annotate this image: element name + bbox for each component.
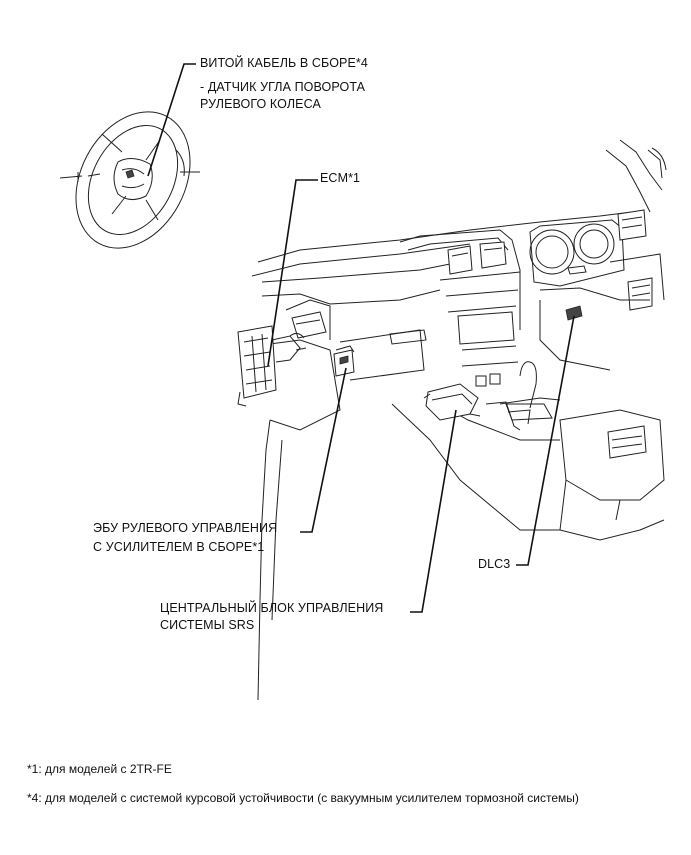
callout-steering-angle-sensor-line1: - ДАТЧИК УГЛА ПОВОРОТА: [200, 80, 366, 94]
callout-srs-line2: СИСТЕМЫ SRS: [160, 618, 255, 632]
footnote-4: *4: для моделей с системой курсовой усто…: [27, 791, 579, 805]
callout-eps-ecu-line1: ЭБУ РУЛЕВОГО УПРАВЛЕНИЯ: [93, 521, 278, 535]
steering-wheel-illustration: [59, 111, 200, 249]
footnote-1: *1: для моделей с 2TR-FE: [27, 762, 172, 776]
callout-eps-ecu-line2: С УСИЛИТЕЛЕМ В СБОРЕ*1: [93, 540, 265, 554]
callout-steering-angle-sensor-line2: РУЛЕВОГО КОЛЕСА: [200, 97, 321, 111]
dlc3-connector: [565, 305, 583, 321]
callout-spiral-cable-title: ВИТОЙ КАБЕЛЬ В СБОРЕ*4: [200, 56, 368, 70]
ecm-module: [237, 325, 307, 407]
callout-dlc3: DLC3: [478, 557, 511, 571]
srs-center-module: [423, 383, 481, 421]
leader-lines: [147, 63, 575, 613]
callout-srs-line1: ЦЕНТРАЛЬНЫЙ БЛОК УПРАВЛЕНИЯ: [160, 601, 384, 615]
dashboard-illustration: [251, 139, 667, 701]
eps-ecu-module: [333, 345, 355, 377]
callout-ecm: ECM*1: [320, 171, 361, 185]
